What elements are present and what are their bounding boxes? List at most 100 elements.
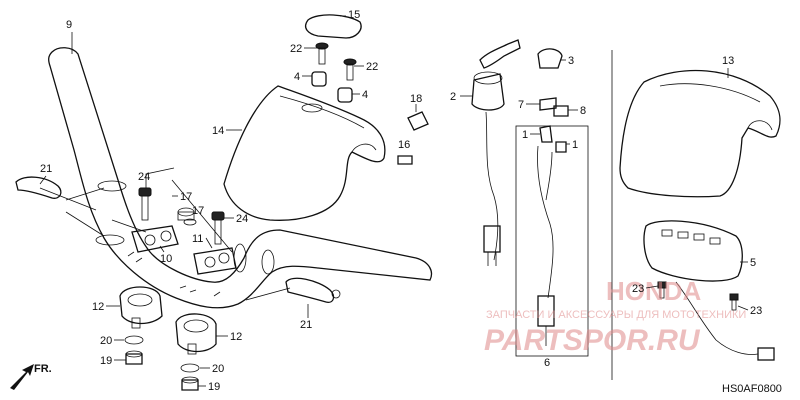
- callout-20: 20: [200, 363, 224, 375]
- callout-21: 21: [300, 304, 312, 331]
- callout-4: 4: [352, 89, 368, 101]
- svg-text:21: 21: [40, 163, 52, 175]
- svg-text:2: 2: [450, 91, 456, 103]
- screw-22-left: [315, 42, 329, 65]
- svg-text:8: 8: [580, 105, 586, 117]
- washer-17-lower: [183, 218, 197, 226]
- svg-text:3: 3: [568, 55, 574, 67]
- callout-4: 4: [294, 71, 312, 83]
- nut-19-left: [125, 350, 143, 365]
- callout-11: 11: [192, 233, 213, 249]
- callout-2: 2: [450, 91, 472, 103]
- direction-arrow-icon: FR.: [10, 363, 52, 390]
- bolt-24-left: [138, 187, 152, 221]
- handle-cover: [223, 85, 386, 221]
- callout-1: 1: [522, 129, 540, 141]
- svg-text:4: 4: [362, 89, 368, 101]
- callout-15: 15: [340, 9, 360, 21]
- callout-17: 17: [172, 191, 192, 203]
- diagram-code: HS0AF0800: [722, 383, 782, 395]
- holder-lower-right: [175, 313, 217, 355]
- svg-text:10: 10: [160, 253, 172, 265]
- svg-text:21: 21: [300, 319, 312, 331]
- pad-15: [304, 14, 362, 39]
- callouts: 9 15 22 22 4 4 14 18 16 2 3 7 8 1 1 13 5…: [39, 9, 762, 393]
- svg-text:16: 16: [398, 139, 410, 151]
- watermark: ЗАПЧАСТИ И АКСЕССУАРЫ ДЛЯ МОТОТЕХНИКИ PA…: [484, 276, 746, 357]
- callout-12: 12: [92, 301, 120, 313]
- screw-23-right: [729, 293, 739, 311]
- svg-text:1: 1: [522, 129, 528, 141]
- callout-6: 6: [544, 357, 550, 369]
- callout-19: 19: [198, 381, 220, 393]
- band-strap-right: [245, 277, 341, 303]
- leader-lines: [65, 167, 233, 253]
- callout-8: 8: [568, 105, 586, 117]
- washer-17-upper: [177, 207, 195, 221]
- svg-text:12: 12: [92, 301, 104, 313]
- callout-18: 18: [410, 93, 422, 112]
- callout-7: 7: [518, 99, 540, 111]
- sub-harness-6: [537, 145, 555, 346]
- svg-text:23: 23: [750, 305, 762, 317]
- bulb-1-upper: [539, 125, 553, 143]
- callout-12: 12: [216, 331, 242, 343]
- handlebar-part: [48, 47, 433, 309]
- holder-lower-left: [119, 286, 163, 329]
- callout-5: 5: [740, 257, 756, 269]
- callout-9: 9: [66, 19, 73, 54]
- washer-20-right: [180, 363, 200, 373]
- callout-22: 22: [290, 43, 318, 55]
- callout-23: 23: [737, 305, 762, 317]
- callout-21: 21: [39, 163, 52, 185]
- svg-text:20: 20: [100, 335, 112, 347]
- holder-upper-11: [193, 247, 237, 275]
- svg-text:11: 11: [192, 233, 203, 245]
- watermark-text: ЗАПЧАСТИ И АКСЕССУАРЫ ДЛЯ МОТОТЕХНИКИ: [486, 309, 746, 321]
- band-strap-left: [15, 176, 97, 211]
- ignition-switch: [471, 39, 521, 266]
- svg-text:17: 17: [180, 191, 192, 203]
- meter-assembly: [643, 220, 775, 361]
- svg-text:12: 12: [230, 331, 242, 343]
- callout-23: 23: [632, 283, 659, 295]
- callout-13: 13: [722, 55, 734, 78]
- clip-18: [407, 111, 429, 131]
- svg-text:9: 9: [66, 19, 72, 31]
- direction-label: FR.: [34, 363, 52, 375]
- callout-1: 1: [566, 139, 578, 151]
- holder-upper-10: [131, 225, 179, 253]
- svg-text:19: 19: [208, 381, 220, 393]
- callout-10: 10: [159, 245, 172, 265]
- svg-text:7: 7: [518, 99, 524, 111]
- callout-17: 17: [192, 205, 204, 217]
- meter-cover: [619, 69, 781, 198]
- grommet-4-left: [311, 71, 327, 87]
- svg-text:22: 22: [366, 61, 378, 73]
- svg-text:6: 6: [544, 357, 550, 369]
- callout-3: 3: [560, 55, 574, 67]
- svg-text:18: 18: [410, 93, 422, 105]
- svg-text:1: 1: [572, 139, 578, 151]
- cap-7: [539, 97, 557, 111]
- svg-text:14: 14: [212, 125, 224, 137]
- screw-23-left: [657, 281, 667, 299]
- nut-19-right: [181, 376, 199, 391]
- svg-text:23: 23: [632, 283, 644, 295]
- callout-24: 24: [224, 213, 248, 225]
- grommet-4-right: [337, 87, 353, 103]
- screw-22-right: [343, 58, 357, 81]
- callout-19: 19: [100, 355, 126, 367]
- svg-text:22: 22: [290, 43, 302, 55]
- svg-text:17: 17: [192, 205, 204, 217]
- svg-text:4: 4: [294, 71, 300, 83]
- nut-16: [397, 155, 413, 165]
- cap-3: [537, 48, 563, 69]
- callout-22: 22: [354, 61, 378, 73]
- bulb-1-lower: [555, 141, 567, 153]
- callout-16: 16: [398, 139, 410, 151]
- group-box-6: [515, 125, 589, 357]
- svg-text:15: 15: [348, 9, 360, 21]
- svg-text:24: 24: [236, 213, 248, 225]
